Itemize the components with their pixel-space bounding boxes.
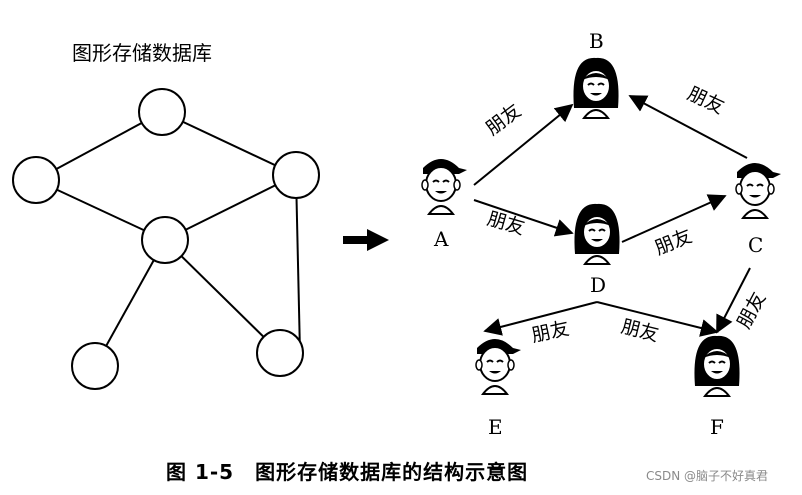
graph-edge xyxy=(164,239,281,354)
right-arrow-icon xyxy=(343,229,389,251)
female-person-icon xyxy=(574,203,620,265)
person-label: C xyxy=(748,233,763,257)
graph-node xyxy=(71,342,119,390)
graph-node xyxy=(256,329,304,377)
graph-node xyxy=(138,88,186,136)
person-d: D xyxy=(574,203,620,297)
relation-edges xyxy=(473,95,751,337)
male-person-icon xyxy=(475,339,521,395)
person-c: C xyxy=(735,163,781,257)
person-e: E xyxy=(475,339,521,439)
abstract-graph xyxy=(12,88,320,390)
relation-edge-a-d xyxy=(473,199,574,237)
relation-edge-a-b xyxy=(473,103,574,186)
relation-label-d-c: 朋友 xyxy=(652,225,695,260)
graph-node xyxy=(141,216,189,264)
graph-title: 图形存储数据库 xyxy=(72,41,212,65)
person-label: A xyxy=(433,227,449,251)
graph-edge xyxy=(161,111,297,176)
relation-label-a-b: 朋友 xyxy=(482,100,526,140)
person-b: B xyxy=(573,29,619,119)
person-label: D xyxy=(590,273,606,297)
person-a: A xyxy=(421,159,467,251)
graph-node xyxy=(12,156,60,204)
relation-label-d-e: 朋友 xyxy=(529,317,571,346)
relation-label-c-b: 朋友 xyxy=(684,83,728,119)
person-label: B xyxy=(589,29,604,53)
relation-labels: 朋友 朋友 朋友 朋友 朋友 朋友 朋友 xyxy=(482,83,770,347)
male-person-icon xyxy=(421,159,467,215)
person-f: F xyxy=(694,335,740,439)
graph-edge xyxy=(295,174,301,354)
relation-edge-d-e xyxy=(483,301,598,336)
relation-edge-c-b xyxy=(628,95,748,159)
graph-edge xyxy=(164,174,297,241)
watermark: CSDN @脑子不好真君 xyxy=(646,469,768,483)
male-person-icon xyxy=(735,163,781,219)
graph-node xyxy=(272,151,320,199)
female-person-icon xyxy=(694,335,740,397)
female-person-icon xyxy=(573,57,619,119)
person-label: F xyxy=(710,415,724,439)
relation-label-d-f: 朋友 xyxy=(619,316,661,347)
figure-caption: 图 1-5 图形存储数据库的结构示意图 xyxy=(166,460,528,484)
person-label: E xyxy=(488,415,503,439)
relation-edge-c-f xyxy=(716,267,751,334)
relation-label-c-f: 朋友 xyxy=(733,288,770,332)
relation-edge-d-f xyxy=(596,301,719,337)
graph-edge xyxy=(94,239,166,367)
relation-label-a-d: 朋友 xyxy=(485,208,528,240)
relation-edge-d-c xyxy=(621,194,727,243)
